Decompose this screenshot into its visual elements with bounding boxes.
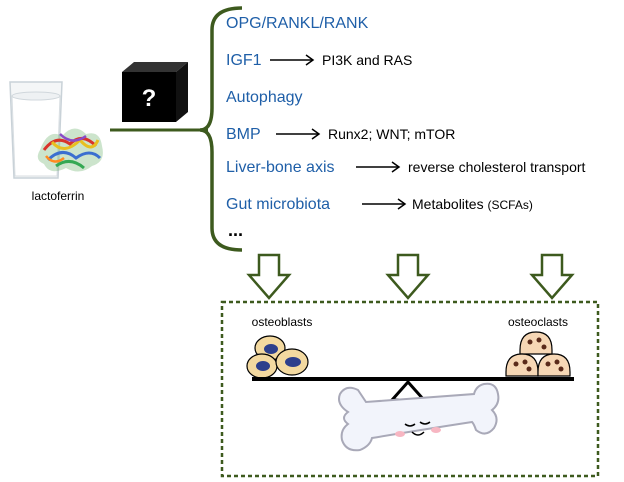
down-arrow-right [529,253,575,300]
osteoclast-cells-icon [505,331,571,377]
milk-glass-icon [9,81,63,179]
cartoon-bone-icon [338,382,500,452]
osteoclasts-label: osteoclasts [508,315,568,329]
target-bmp: Runx2; WNT; mTOR [328,126,455,142]
arrowhead-igf1 [305,54,315,66]
osteoblasts-label: osteoblasts [252,315,313,329]
pathway-gut-microbiota: Gut microbiota [226,196,330,213]
target-gut-microbiota: Metabolites (SCFAs) [412,196,533,212]
black-box-icon: ? [122,62,188,122]
balance-frame [220,300,600,478]
arrowhead-gut-microbiota [397,198,407,210]
arrowhead-liver-bone [391,161,401,173]
osteoblast-cells-icon [246,335,309,379]
curly-bracket [199,6,243,252]
pathway-bmp: BMP [226,126,261,143]
seesaw-beam [252,377,574,381]
target-gut-microbiota-suffix: (SCFAs) [487,198,532,212]
target-igf1: PI3K and RAS [322,52,412,68]
question-mark: ? [142,85,157,112]
pathway-opg-rankl-rank: OPG/RANKL/RANK [226,15,369,32]
pathway-igf1: IGF1 [226,52,262,69]
pathway-liver-bone-axis: Liver-bone axis [226,159,335,176]
ellipsis: ... [228,220,243,240]
target-gut-microbiota-main: Metabolites [412,196,487,212]
arrowhead-bmp [311,128,321,140]
down-arrow-middle [385,253,431,300]
pathway-autophagy: Autophagy [226,89,303,106]
lactoferrin-protein-icon [37,128,103,172]
target-liver-bone: reverse cholesterol transport [408,159,586,175]
lactoferrin-label: lactoferrin [32,189,85,203]
down-arrow-left [246,253,292,300]
